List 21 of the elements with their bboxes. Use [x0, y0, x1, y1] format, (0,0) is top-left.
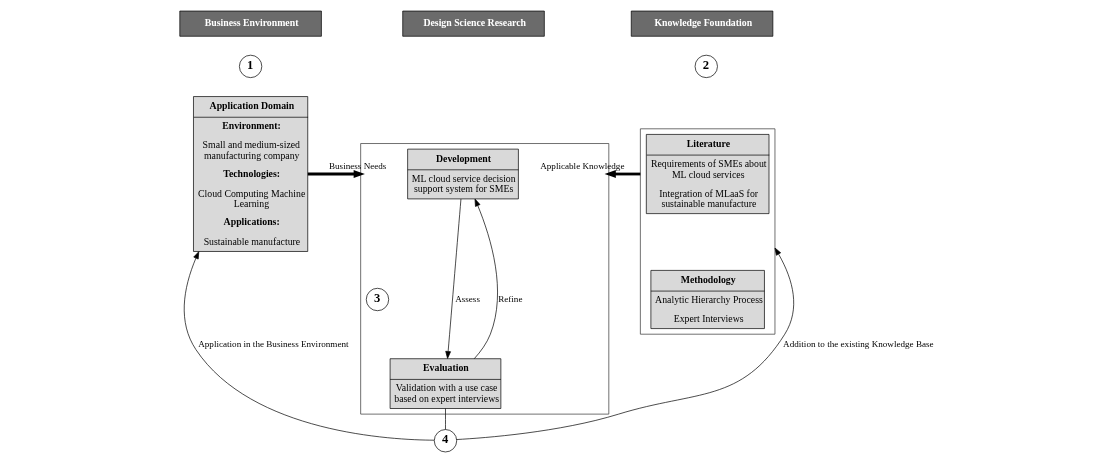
edge-label: Applicable Knowledge [539, 161, 624, 172]
edge-label: Addition to the existing Knowledge Base [782, 339, 934, 350]
node-box: Knowledge Foundation [630, 10, 773, 37]
cluster [639, 128, 775, 335]
node-box: Business Environment [178, 10, 322, 37]
connector [444, 408, 446, 430]
arrow [604, 170, 640, 178]
arrow [307, 170, 365, 178]
arrow [183, 251, 434, 441]
edge-label: Assess [454, 293, 480, 304]
node-circle: 2 [694, 54, 718, 78]
edge-label: Refine [497, 293, 522, 304]
node-circle: 4 [433, 429, 457, 453]
edge-label: Application in the Business Environment [197, 339, 349, 350]
arrow [473, 198, 498, 360]
node-box: Design Science Research [401, 10, 545, 37]
edge-label: Business Needs [328, 161, 386, 172]
arrow [444, 198, 461, 359]
node-circle: 3 [365, 287, 389, 312]
arrow [455, 247, 794, 440]
node-circle: 1 [238, 54, 262, 78]
